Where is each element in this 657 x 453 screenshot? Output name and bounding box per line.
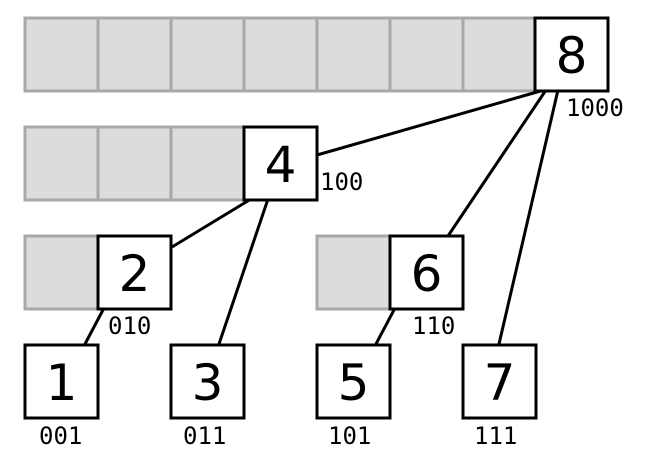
node-5: 5 101	[315, 343, 392, 450]
node-6: 6 110	[388, 234, 465, 340]
node-3: 3 011	[169, 343, 246, 450]
tree-nodes: 8 1000 4 100 2 010 6 110 1 001 3 011	[23, 16, 624, 450]
range-cell	[96, 125, 173, 202]
tree-edges	[83, 88, 560, 345]
node-binary-label: 101	[328, 422, 371, 450]
edge-8-4	[316, 88, 545, 157]
edge-4-2	[171, 197, 252, 249]
node-binary-label: 010	[108, 312, 151, 340]
node-8: 8 1000	[533, 16, 624, 122]
node-box	[315, 343, 392, 420]
edge-8-7	[497, 89, 560, 345]
node-box	[533, 16, 610, 93]
node-binary-label: 1000	[566, 94, 624, 122]
node-binary-label: 111	[474, 422, 517, 450]
node-number: 8	[556, 27, 588, 85]
node-1: 1 001	[23, 343, 100, 450]
node-number: 2	[119, 245, 151, 303]
edge-6-5	[374, 307, 397, 345]
range-cell	[169, 16, 246, 93]
range-cell	[388, 16, 465, 93]
range-cell	[23, 125, 100, 202]
node-binary-label: 011	[183, 422, 226, 450]
node-binary-label: 110	[412, 312, 455, 340]
range-cell	[315, 16, 392, 93]
range-bar-node-6	[315, 234, 392, 311]
range-bars	[23, 16, 538, 311]
node-box	[169, 343, 246, 420]
node-number: 5	[338, 354, 370, 412]
range-bar-node-8	[23, 16, 538, 93]
range-cell	[169, 125, 246, 202]
node-box	[96, 234, 173, 311]
range-bar-node-4	[23, 125, 246, 202]
range-cell	[23, 234, 100, 311]
range-cell	[23, 16, 100, 93]
node-box	[23, 343, 100, 420]
node-2: 2 010	[96, 234, 173, 340]
node-number: 3	[192, 354, 224, 412]
node-number: 1	[46, 354, 78, 412]
node-7: 7 111	[461, 343, 538, 450]
node-number: 7	[484, 354, 516, 412]
node-4: 4 100	[242, 125, 363, 202]
node-number: 6	[411, 245, 443, 303]
range-cell	[315, 234, 392, 311]
node-box	[242, 125, 319, 202]
range-cell	[461, 16, 538, 93]
node-box	[388, 234, 465, 311]
node-binary-label: 100	[320, 168, 363, 196]
range-cell	[242, 16, 319, 93]
edge-2-1	[83, 307, 106, 345]
edge-8-6	[446, 89, 548, 237]
node-binary-label: 001	[39, 422, 82, 450]
node-number: 4	[265, 136, 297, 194]
edge-4-3	[217, 198, 270, 345]
range-bar-node-2	[23, 234, 100, 311]
range-cell	[96, 16, 173, 93]
node-box	[461, 343, 538, 420]
